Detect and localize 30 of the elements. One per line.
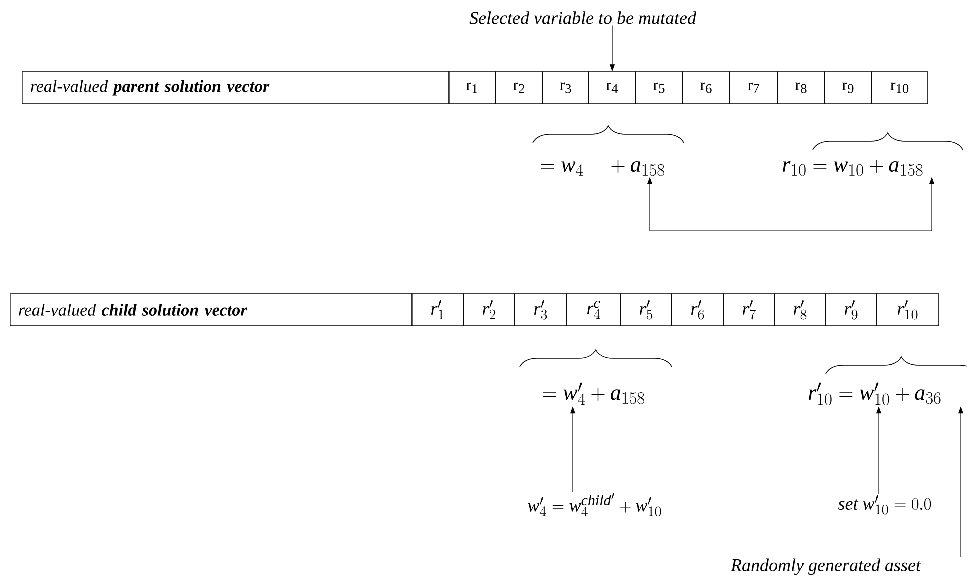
formula-text: set $w'_{10} = 0.0$: [838, 496, 932, 515]
vector-cell: r$_{10}$: [872, 72, 928, 104]
vector-cell: r$_{4}$: [588, 72, 636, 104]
vector-cell: r$_{2}$: [496, 72, 544, 104]
vector-cell: $r'_1$: [412, 294, 464, 326]
vector-cell: r$_{3}$: [542, 72, 590, 104]
annotation-text: Selected variable to be mutated: [470, 12, 697, 24]
vector-label-cell: real-valued child solution vector: [10, 294, 413, 326]
vector-cell: $r^c_4$: [566, 294, 622, 326]
vector-cell: r$_{5}$: [636, 72, 684, 104]
vector-label-cell: real-valued parent solution vector: [22, 72, 450, 104]
formula-text: $r_{10} = w_{10} + a_{158}$: [783, 160, 923, 176]
formula-text: $r'_{10} = w'_{10} + a_{36}$: [808, 382, 941, 406]
vector-cell: $r'_5$: [620, 294, 672, 326]
vector-cell: r$_{1}$: [448, 72, 496, 104]
vector-cell: $r'_{10}$: [876, 294, 940, 326]
vector-cell: $r'_3$: [514, 294, 568, 326]
vector-cell: r$_{6}$: [682, 72, 730, 104]
vector-cell: $r'_6$: [672, 294, 724, 326]
vector-cell: $r'_8$: [774, 294, 826, 326]
formula-text: $w'_4 = w_4^{child'} + w'_{10}$: [528, 494, 662, 517]
formula-text: $= w_4 \quad + a_{158}$: [541, 160, 664, 176]
formula-text: $= w'_4 + a_{158}$: [543, 382, 644, 406]
vector-cell: r$_{8}$: [778, 72, 826, 104]
annotation-text: Randomly generated asset: [730, 558, 922, 576]
vector-cell: $r'_2$: [464, 294, 516, 326]
vector-cell: $r'_7$: [724, 294, 776, 326]
vector-cell: $r'_9$: [826, 294, 878, 326]
vector-cell: r$_{9}$: [824, 72, 872, 104]
vector-cell: r$_{7}$: [730, 72, 778, 104]
